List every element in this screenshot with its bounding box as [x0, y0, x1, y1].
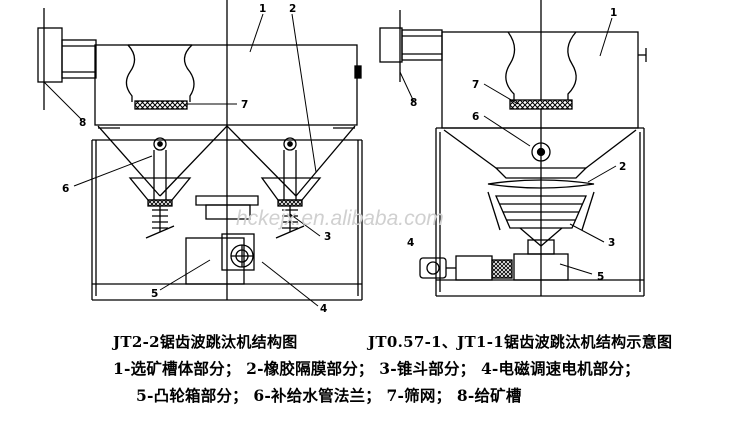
right-feed-chute	[379, 10, 443, 82]
left-leader-lines	[43, 13, 321, 307]
right-screen-mesh	[509, 99, 573, 110]
legend-line-1: 1-选矿槽体部分； 2-橡胶隔膜部分； 3-锥斗部分； 4-电磁调速电机部分；	[113, 359, 640, 378]
watermark: hckejx.en.alibaba.com	[236, 207, 444, 230]
right-drive	[419, 239, 569, 281]
left-caption: JT2-2锯齿波跳汰机结构图	[113, 333, 298, 351]
left-label-8: 8	[79, 117, 86, 129]
right-label-7: 7	[472, 79, 479, 91]
left-label-1: 1	[259, 3, 266, 15]
left-cone-left	[128, 137, 192, 239]
left-tank-handle	[354, 65, 362, 79]
left-label-6: 6	[62, 183, 69, 195]
right-label-6: 6	[472, 111, 479, 123]
right-label-2: 2	[619, 161, 626, 173]
left-label-7: 7	[241, 99, 248, 111]
left-labels: 1 2 7 6 3 5 4 8	[62, 3, 331, 315]
right-feed-column	[505, 31, 577, 100]
right-cone	[443, 129, 637, 247]
left-label-2: 2	[289, 3, 296, 15]
left-label-4: 4	[320, 303, 327, 315]
right-caption: JT0.57-1、JT1-1锯齿波跳汰机结构示意图	[368, 333, 673, 351]
right-label-8: 8	[410, 97, 417, 109]
right-label-1: 1	[610, 7, 617, 19]
left-feed-chute	[37, 8, 97, 110]
left-cam-box	[185, 195, 259, 285]
left-frame	[91, 139, 363, 301]
left-label-5: 5	[151, 288, 158, 300]
right-label-5: 5	[597, 271, 604, 283]
right-labels: 1 7 6 2 3 4 5 8	[407, 7, 626, 283]
left-screen-mesh	[134, 100, 188, 110]
legend-line-2: 5-凸轮箱部分； 6-补给水管法兰； 7-筛网； 8-给矿槽	[136, 386, 522, 405]
right-leader-lines	[399, 17, 617, 275]
left-cone-right	[260, 137, 322, 239]
left-feed-column	[125, 44, 195, 102]
right-label-3: 3	[608, 237, 615, 249]
left-jig-machine	[37, 0, 363, 307]
left-tank-body	[94, 44, 358, 126]
right-label-4: 4	[407, 237, 414, 249]
right-jig-machine	[379, 0, 647, 297]
left-label-3: 3	[324, 231, 331, 243]
